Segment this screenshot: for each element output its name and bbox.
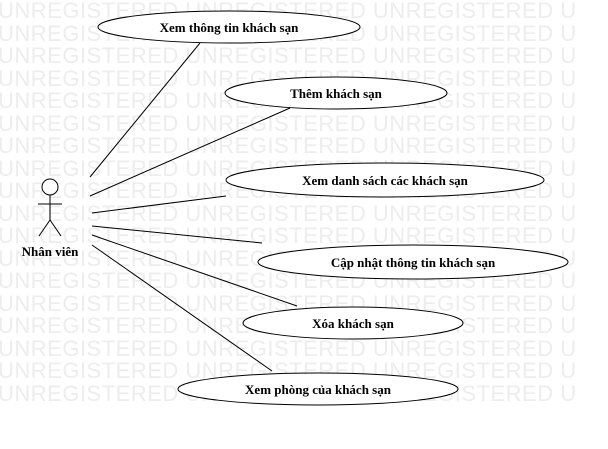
- association-line: [91, 225, 263, 244]
- use-case-ellipse-view-hotel-info: [97, 10, 361, 44]
- actor-label: Nhân viên: [22, 244, 79, 259]
- use-case-ellipse-view-hotel-rooms: [177, 372, 459, 406]
- association-line: [91, 195, 227, 214]
- use-case-label: Xem danh sách các khách sạn: [302, 173, 469, 188]
- associations: [89, 42, 298, 372]
- association-line: [89, 42, 201, 178]
- use-case-label: Xóa khách sạn: [312, 316, 394, 331]
- association-line: [91, 234, 298, 307]
- actor-figure: [38, 178, 62, 237]
- association-line: [91, 244, 273, 372]
- use-case-ellipse-update-hotel-info: [257, 244, 569, 280]
- use-case-ellipse-delete-hotel: [242, 306, 464, 340]
- use-case-label: Thêm khách sạn: [290, 86, 383, 101]
- actor-left-leg: [38, 219, 51, 237]
- use-case-label: Cập nhật thông tin khách sạn: [331, 255, 496, 270]
- use-case-ellipse-view-hotel-list: [225, 162, 545, 198]
- actor-right-leg: [49, 219, 62, 237]
- actor-head: [41, 178, 59, 196]
- use-case-label: Xem phòng của khách sạn: [245, 382, 392, 397]
- association-line: [89, 107, 291, 197]
- use-case-label: Xem thông tin khách sạn: [160, 20, 299, 35]
- use-case-ellipse-add-hotel: [224, 76, 448, 110]
